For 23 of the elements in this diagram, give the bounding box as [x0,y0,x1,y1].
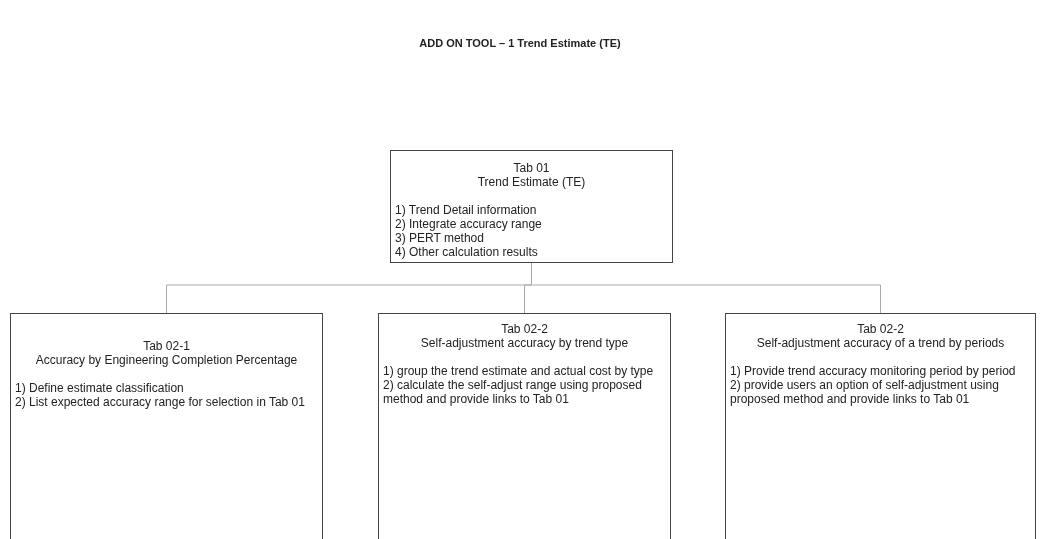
list-item: 3) PERT method [395,231,485,245]
list-item: 1) Define estimate classification [15,381,185,395]
list-item: 1) group the trend estimate and actual cost by type [383,364,655,378]
tab-heading: Self-adjustment accuracy of a trend by periods [755,336,1006,350]
tab-heading: Tab 02-2 [500,322,549,336]
tab-box [378,313,671,539]
tab-heading: Tab 01 [512,161,551,175]
tab-box [725,313,1036,539]
list-item: 1) Trend Detail information [395,203,538,217]
diagram-title: ADD ON TOOL – 1 Trend Estimate (TE) [418,37,622,49]
list-item: 1) Provide trend accuracy monitoring period by period [730,364,1017,378]
tab-heading: Tab 02-2 [856,322,905,336]
list-item: 2) calculate the self-adjust range using proposed method and provide links to Tab 01 [383,378,643,406]
tab-box [10,313,323,539]
list-item: 2) Integrate accuracy range [395,217,543,231]
tab-heading: Self-adjustment accuracy by trend type [419,336,630,350]
tab-heading: Trend Estimate (TE) [476,175,587,189]
list-item: 2) provide users an option of self-adjustment using proposed method and provide links to Tab 01 [730,378,1000,406]
tab-heading: Accuracy by Engineering Completion Percentage [34,353,299,367]
list-item: 2) List expected accuracy range for selection in Tab 01 [15,395,306,409]
tab-box [390,150,673,263]
tab-heading: Tab 02-1 [142,339,191,353]
list-item: 4) Other calculation results [395,245,539,259]
